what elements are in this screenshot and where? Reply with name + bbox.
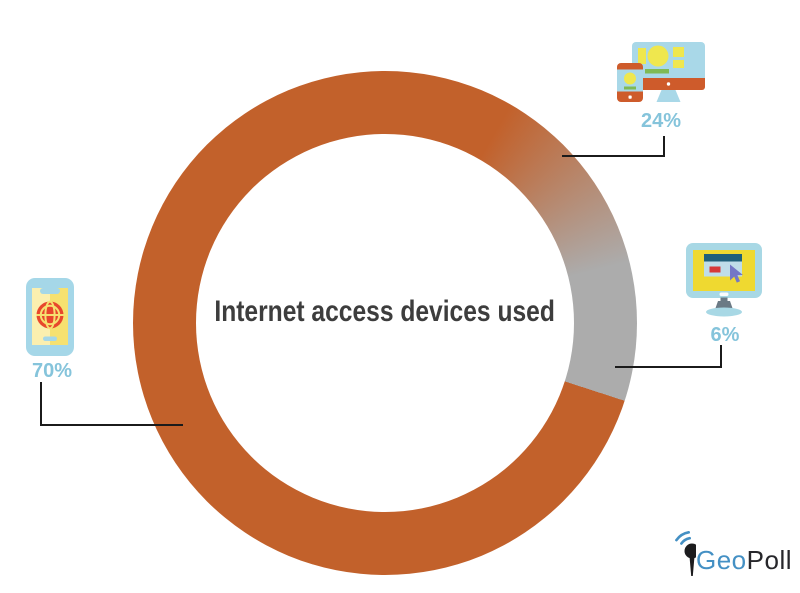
callout-line-desktop-horizontal bbox=[615, 366, 722, 368]
callout-line-computer-mobile-horizontal bbox=[562, 155, 665, 157]
callout-line-computer-mobile-vertical bbox=[663, 136, 665, 157]
chart-title: Internet access devices used bbox=[214, 295, 556, 328]
pct-label-mobile: 70% bbox=[31, 360, 73, 382]
callout-line-desktop-vertical bbox=[720, 345, 722, 368]
signal-pin-icon bbox=[675, 531, 696, 576]
logo-text-poll: Poll bbox=[746, 545, 793, 575]
pct-label-computer-mobile: 24% bbox=[640, 110, 682, 132]
donut-hole: Internet access devices used bbox=[196, 134, 574, 512]
desktop-and-phone-icon bbox=[617, 42, 705, 102]
logo-text-geo: Geo bbox=[696, 545, 747, 575]
pct-label-desktop: 6% bbox=[710, 324, 740, 346]
callout-line-mobile-horizontal bbox=[40, 424, 183, 426]
desktop-browser-cursor-icon bbox=[686, 243, 762, 317]
callout-line-mobile-vertical bbox=[40, 382, 42, 426]
smartphone-globe-icon bbox=[26, 278, 74, 356]
logo-wordmark: GeoPoll bbox=[696, 547, 792, 576]
geopoll-logo: GeoPoll bbox=[662, 530, 792, 576]
